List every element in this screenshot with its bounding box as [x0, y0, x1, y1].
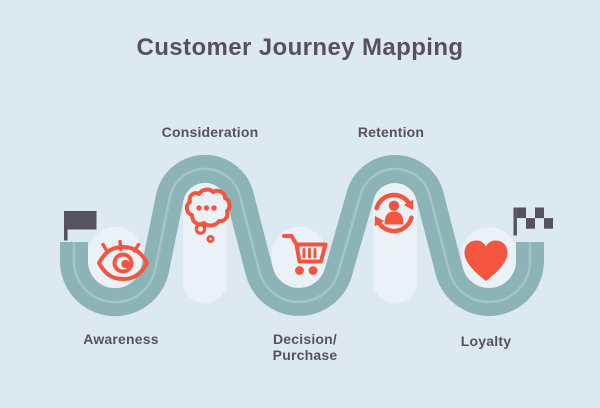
flag-icon — [64, 211, 97, 241]
stage-label-loyalty: Loyalty — [460, 333, 512, 349]
shopping-cart-icon — [282, 234, 328, 275]
stage-label-awareness: Awareness — [83, 331, 159, 347]
stage-label-decision-line2: Purchase — [272, 346, 338, 363]
road-center-line — [72, 167, 532, 304]
stage-label-retention: Retention — [357, 124, 425, 140]
user-cycle-icon — [374, 192, 414, 234]
stage-label-consideration: Consideration — [161, 124, 259, 140]
eye-icon — [97, 239, 149, 281]
stage-label-decision-line1: Decision/ — [272, 331, 338, 347]
loop-pocket-consideration — [183, 183, 227, 303]
thought-bubble-icon — [184, 187, 232, 243]
page-title: Customer Journey Mapping — [136, 34, 464, 61]
stage-label-decision-purchase: Decision/ Purchase — [272, 331, 338, 363]
heart-icon — [464, 240, 508, 281]
checkered-flag-icon — [513, 207, 553, 236]
loop-pocket-retention — [373, 183, 417, 303]
